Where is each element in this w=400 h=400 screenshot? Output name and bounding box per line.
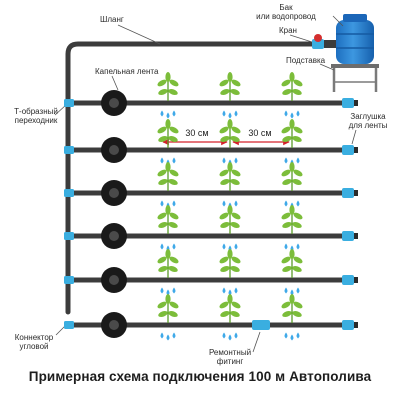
supply-hose xyxy=(65,41,315,315)
water-drop xyxy=(160,157,164,164)
water-drop xyxy=(284,287,288,294)
water-drop xyxy=(234,332,238,339)
spacing-label-left: 30 см xyxy=(185,128,208,138)
water-drop xyxy=(166,289,170,296)
water-drop xyxy=(234,110,238,117)
water-drop xyxy=(284,157,288,164)
water-drop xyxy=(166,112,170,119)
end-plug xyxy=(342,98,354,108)
tank-label-line2: или водопровод xyxy=(256,12,316,21)
water-drop xyxy=(222,200,226,207)
water-drop xyxy=(172,243,176,250)
end-plug xyxy=(342,145,354,155)
water-drop xyxy=(160,287,164,294)
water-drop xyxy=(160,200,164,207)
water-drop xyxy=(234,200,238,207)
water-drop xyxy=(234,287,238,294)
water-drop xyxy=(296,332,300,339)
tee-connector xyxy=(64,232,74,240)
water-drop xyxy=(160,110,164,117)
valve-label: Кран xyxy=(279,26,297,35)
water-drop xyxy=(296,110,300,117)
tank-stand xyxy=(331,64,379,92)
repair-fitting-label-line2: фитинг xyxy=(217,357,244,366)
water-drop xyxy=(160,243,164,250)
hose-label: Шланг xyxy=(100,15,124,24)
repair-fitting xyxy=(252,320,270,330)
tee-label-line2: переходник xyxy=(15,116,58,125)
corner-connector xyxy=(64,321,74,329)
end-plug xyxy=(342,275,354,285)
spacing-label-right: 30 см xyxy=(248,128,271,138)
end-plug xyxy=(342,231,354,241)
water-drop xyxy=(296,243,300,250)
tank-label-line1: Бак xyxy=(279,3,293,12)
end-plug xyxy=(342,188,354,198)
tee-connector xyxy=(64,189,74,197)
water-drop xyxy=(296,200,300,207)
water-drop xyxy=(290,334,294,341)
water-drop xyxy=(172,110,176,117)
water-drop xyxy=(222,157,226,164)
water-drop xyxy=(172,287,176,294)
water-drop xyxy=(284,243,288,250)
end-plug-label-line1: Заглушка xyxy=(350,112,386,121)
water-drop xyxy=(290,289,294,296)
water-drop xyxy=(234,157,238,164)
water-drop xyxy=(172,332,176,339)
stand-label: Подставка xyxy=(286,56,326,65)
water-drop xyxy=(284,332,288,339)
water-drop xyxy=(284,110,288,117)
water-drop xyxy=(284,200,288,207)
water-tank xyxy=(336,14,374,64)
water-drop xyxy=(234,243,238,250)
water-drop xyxy=(222,110,226,117)
corner-connector-label-line2: угловой xyxy=(19,342,48,351)
drip-tape-label: Капельная лента xyxy=(95,67,159,76)
water-drop xyxy=(228,289,232,296)
water-drop xyxy=(228,112,232,119)
tee-label-line1: Т-образный xyxy=(14,107,58,116)
water-drop xyxy=(222,332,226,339)
tee-connector xyxy=(64,276,74,284)
water-drop xyxy=(296,157,300,164)
water-drop xyxy=(166,334,170,341)
water-drop xyxy=(222,287,226,294)
water-drop xyxy=(228,334,232,341)
water-drop xyxy=(296,287,300,294)
water-drop xyxy=(172,200,176,207)
tee-connector xyxy=(64,99,74,107)
end-plug-label-line2: для ленты xyxy=(349,121,388,130)
water-drop xyxy=(172,157,176,164)
water-drop xyxy=(222,243,226,250)
repair-fitting-label-line1: Ремонтный xyxy=(209,348,251,357)
corner-connector-label-line1: Коннектор xyxy=(15,333,54,342)
end-plug xyxy=(342,320,354,330)
water-drop xyxy=(290,112,294,119)
valve-icon xyxy=(312,34,336,49)
water-drop xyxy=(160,332,164,339)
tee-connector xyxy=(64,146,74,154)
diagram-caption: Примерная схема подключения 100 м Автопо… xyxy=(28,369,372,384)
